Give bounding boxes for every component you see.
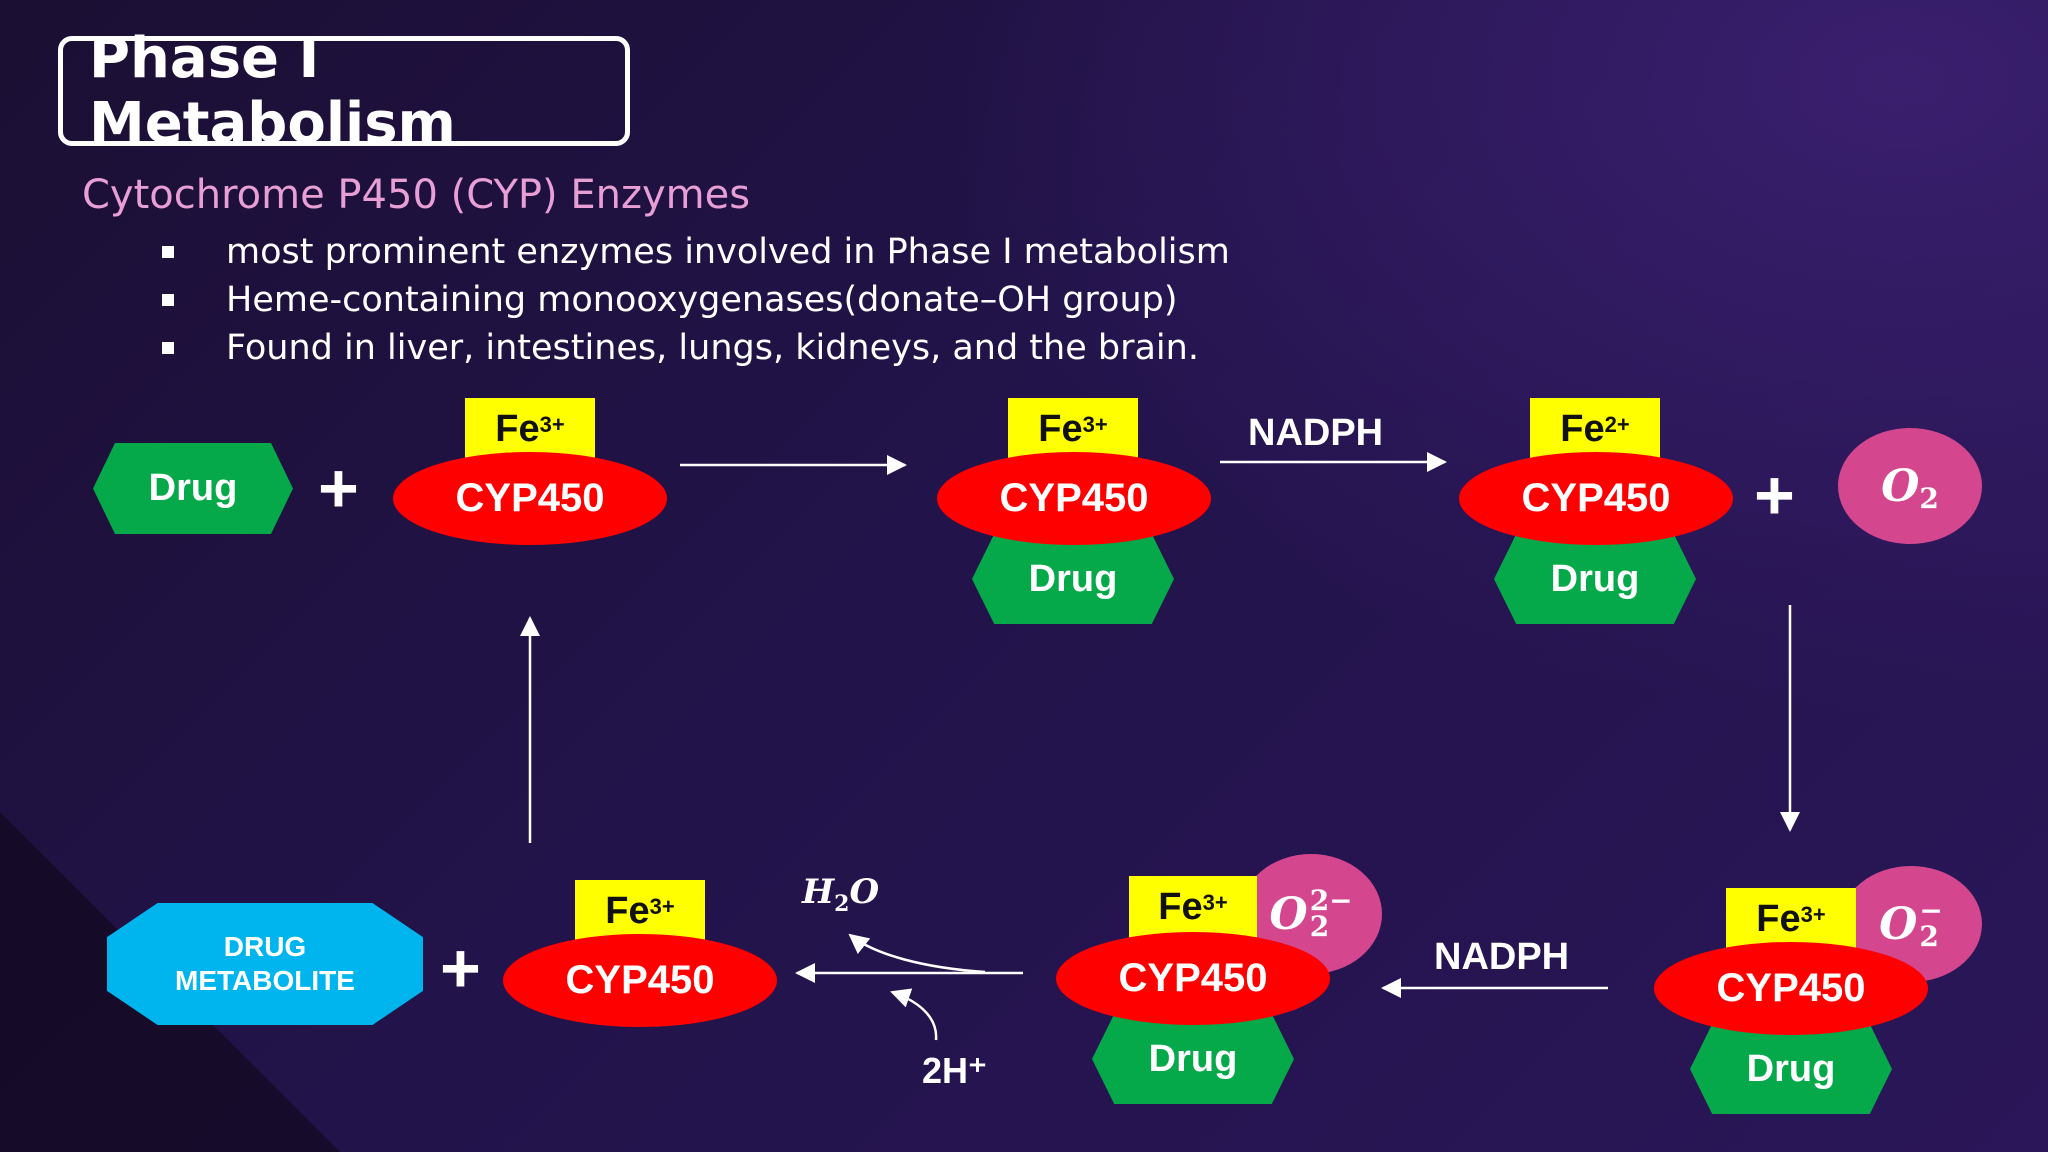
nadph-label: NADPH xyxy=(1434,936,1570,978)
bullet-item: Found in liver, intestines, lungs, kidne… xyxy=(160,324,1230,372)
bullet-item: Heme-containing monooxygenases(donate–OH… xyxy=(160,276,1230,324)
drug-hexagon: Drug xyxy=(1494,534,1696,624)
water-h: H xyxy=(802,872,835,912)
water-o: O xyxy=(849,872,880,912)
bullet-square-icon xyxy=(162,342,174,354)
oxygen-symbol: O xyxy=(1269,888,1308,940)
iron-charge: 3+ xyxy=(539,412,565,437)
cyp450-enzyme: CYP450 xyxy=(1056,932,1330,1025)
nadph-label: NADPH xyxy=(1248,412,1384,454)
cyp450-enzyme: CYP450 xyxy=(503,934,777,1027)
iron-charge: 3+ xyxy=(1082,412,1108,437)
plus-sign: + xyxy=(318,449,359,527)
metabolite-line1: DRUG xyxy=(223,931,307,962)
arrow-protons-in xyxy=(890,988,938,1041)
drug-hexagon: Drug xyxy=(972,534,1174,624)
bullet-square-icon xyxy=(162,246,174,258)
oxygen-charge-stack: −2 xyxy=(1919,894,1943,953)
oxygen-subscript: 2 xyxy=(1919,481,1939,515)
water-label: H2O xyxy=(802,872,880,917)
oxygen-subscript: 2 xyxy=(1309,910,1330,943)
subtitle: Cytochrome P450 (CYP) Enzymes xyxy=(82,172,751,218)
arrow-water-out xyxy=(848,933,986,974)
drug-metabolite: DRUG METABOLITE xyxy=(107,903,423,1025)
protons-label: 2H⁺ xyxy=(922,1050,988,1091)
cyp450-enzyme: CYP450 xyxy=(937,452,1211,545)
iron-charge: 3+ xyxy=(1202,890,1228,915)
iron-symbol: Fe xyxy=(495,407,540,450)
bullet-item: most prominent enzymes involved in Phase… xyxy=(160,228,1230,276)
plus-sign: + xyxy=(440,929,481,1007)
iron-symbol: Fe xyxy=(1756,897,1801,940)
bullet-list: most prominent enzymes involved in Phase… xyxy=(160,228,1230,372)
iron-symbol: Fe xyxy=(1158,885,1203,928)
page-title: Phase I Metabolism xyxy=(89,26,456,156)
iron-symbol: Fe xyxy=(1560,407,1605,450)
oxygen-symbol: O xyxy=(1879,898,1918,950)
iron-symbol: Fe xyxy=(1038,407,1083,450)
iron-charge: 2+ xyxy=(1604,412,1630,437)
oxygen-superscript: 2− xyxy=(1309,884,1353,917)
water-subscript: 2 xyxy=(834,891,850,917)
iron-symbol: Fe xyxy=(605,889,650,932)
cyp450-enzyme: CYP450 xyxy=(1654,942,1928,1035)
cyp450-enzyme: CYP450 xyxy=(1459,452,1733,545)
bullet-text: Heme-containing monooxygenases(donate–OH… xyxy=(226,280,1178,320)
bullet-square-icon xyxy=(162,294,174,306)
drug-hexagon: Drug xyxy=(1690,1024,1892,1114)
metabolite-line2: METABOLITE xyxy=(175,965,355,996)
iron-charge: 3+ xyxy=(649,894,675,919)
iron-charge: 3+ xyxy=(1800,902,1826,927)
oxygen-charge-stack: 2−2 xyxy=(1309,884,1353,943)
drug-hexagon: Drug xyxy=(1092,1014,1294,1104)
cyp450-enzyme: CYP450 xyxy=(393,452,667,545)
title-box: Phase I Metabolism xyxy=(58,26,630,156)
bullet-text: Found in liver, intestines, lungs, kidne… xyxy=(226,328,1199,368)
oxygen-subscript: 2 xyxy=(1919,920,1939,953)
oxygen-symbol: O xyxy=(1881,460,1920,512)
oxygen-superscript: − xyxy=(1919,894,1943,927)
bullet-text: most prominent enzymes involved in Phase… xyxy=(226,232,1230,272)
plus-sign: + xyxy=(1754,456,1795,534)
drug-hexagon: Drug xyxy=(93,443,293,534)
superoxide-molecule: O−2 xyxy=(1840,866,1982,982)
